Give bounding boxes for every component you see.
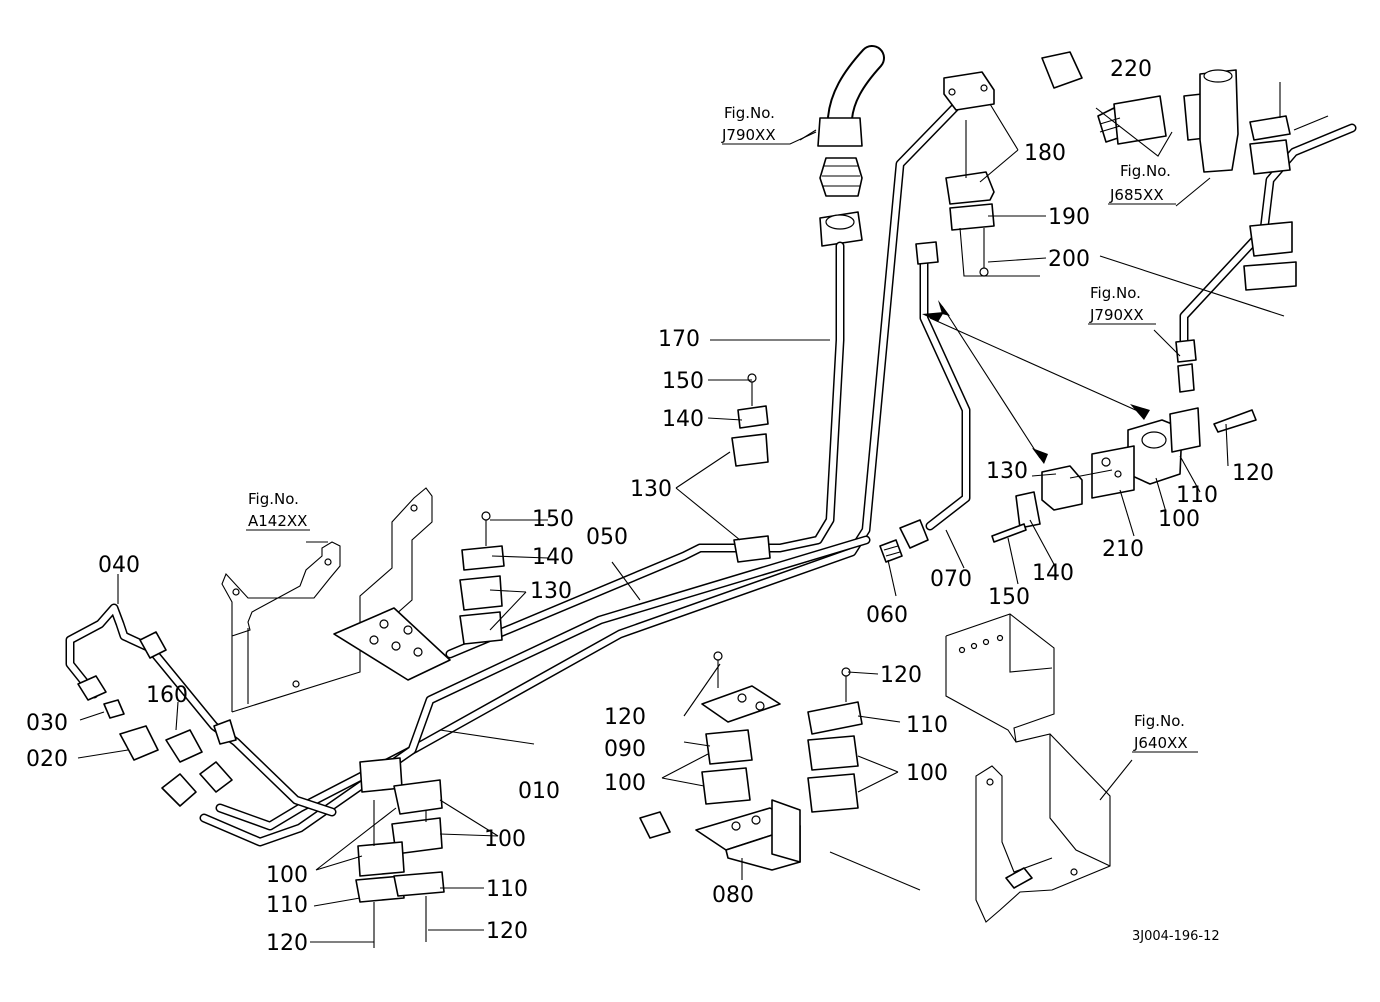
figure-references: Fig.No. J790XX Fig.No. J685XX Fig.No. J7… (246, 104, 1198, 753)
fig-ref-a142: A142XX (248, 512, 307, 530)
bracket-j640-outline (945, 613, 1111, 923)
label-150-left: 150 (532, 507, 574, 532)
label-220: 220 (1110, 57, 1152, 82)
label-150-center: 150 (662, 369, 704, 394)
label-120-right: 120 (1232, 461, 1274, 486)
fig-caption-j790-right: Fig.No. (1090, 284, 1141, 302)
drawing-code: 3J004-196-12 (1132, 929, 1220, 944)
fig-caption-j790-top: Fig.No. (724, 104, 775, 122)
label-180: 180 (1024, 141, 1066, 166)
label-010: 010 (518, 779, 560, 804)
label-140-right: 140 (1032, 561, 1074, 586)
part-labels: 220 180 190 200 170 150 140 130 130 120 … (26, 57, 1274, 956)
label-070: 070 (930, 567, 972, 592)
pipe-010 (215, 89, 973, 831)
fig-ref-j685: J685XX (1109, 186, 1164, 204)
pipe-050 (199, 535, 871, 847)
label-040: 040 (98, 553, 140, 578)
connector-060 (879, 539, 903, 563)
label-140-center: 140 (662, 407, 704, 432)
label-140-left: 140 (532, 545, 574, 570)
fitting-020 (119, 725, 159, 761)
fitting-030 (103, 699, 125, 719)
clamp-left-130 (459, 511, 505, 645)
fig-ref-j790-top: J790XX (721, 126, 776, 144)
label-160: 160 (146, 683, 188, 708)
label-120-center: 120 (604, 705, 646, 730)
label-110-lower-left: 110 (266, 893, 308, 918)
fig-ref-j640: J640XX (1133, 734, 1188, 752)
clamp-center-130 (731, 373, 771, 563)
label-190: 190 (1048, 205, 1090, 230)
label-020: 020 (26, 747, 68, 772)
label-110-right: 110 (1176, 483, 1218, 508)
clamp-right-group (1243, 82, 1329, 291)
label-110-center-right: 110 (906, 713, 948, 738)
label-050: 050 (586, 525, 628, 550)
label-100-right: 100 (1158, 507, 1200, 532)
label-080: 080 (712, 883, 754, 908)
clamp-top-180 (943, 71, 995, 277)
label-060: 060 (866, 603, 908, 628)
plate-a142 (333, 607, 451, 681)
label-210: 210 (1102, 537, 1144, 562)
label-110-lower: 110 (486, 877, 528, 902)
label-130-center: 130 (630, 477, 672, 502)
label-120-lower-left: 120 (266, 931, 308, 956)
label-120-center-right: 120 (880, 663, 922, 688)
label-100-center-right: 100 (906, 761, 948, 786)
bracket-a142-outline (221, 487, 433, 713)
label-170: 170 (658, 327, 700, 352)
label-150-right: 150 (988, 585, 1030, 610)
label-030: 030 (26, 711, 68, 736)
fig-caption-a142: Fig.No. (248, 490, 299, 508)
label-090: 090 (604, 737, 646, 762)
clamp-right-100-110 (991, 407, 1257, 543)
label-100-center: 100 (604, 771, 646, 796)
fig-ref-j790-right: J790XX (1089, 306, 1144, 324)
label-130-left: 130 (530, 579, 572, 604)
fitting-160 (161, 719, 237, 807)
label-100-lower: 100 (484, 827, 526, 852)
bracket-080 (639, 799, 801, 871)
pipe-right-j790 (1175, 123, 1357, 393)
flow-arrows (922, 300, 1150, 464)
fig-caption-j640: Fig.No. (1134, 712, 1185, 730)
label-100-lower-left: 100 (266, 863, 308, 888)
label-200: 200 (1048, 247, 1090, 272)
hose-170 (445, 45, 885, 659)
pipe-070 (899, 241, 971, 549)
clamp-center-090 (701, 651, 863, 813)
label-120-lower: 120 (486, 919, 528, 944)
leader-lines (77, 103, 1285, 943)
pipe-040 (65, 603, 337, 817)
label-130-right: 130 (986, 459, 1028, 484)
fig-caption-j685: Fig.No. (1120, 162, 1171, 180)
clamp-lower-left (355, 757, 445, 948)
